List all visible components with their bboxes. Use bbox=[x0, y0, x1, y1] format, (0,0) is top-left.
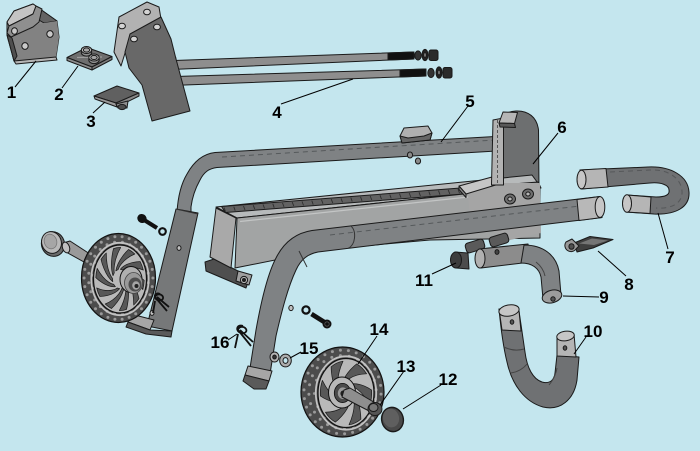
svg-text:10: 10 bbox=[584, 322, 603, 341]
svg-text:1: 1 bbox=[7, 83, 16, 102]
svg-text:14: 14 bbox=[370, 320, 389, 339]
svg-text:3: 3 bbox=[86, 112, 95, 131]
svg-text:2: 2 bbox=[54, 85, 63, 104]
svg-text:5: 5 bbox=[465, 92, 474, 111]
svg-text:7: 7 bbox=[665, 248, 674, 267]
svg-text:12: 12 bbox=[439, 370, 458, 389]
svg-text:4: 4 bbox=[272, 103, 282, 122]
svg-text:9: 9 bbox=[599, 288, 608, 307]
svg-text:11: 11 bbox=[415, 271, 433, 290]
svg-text:8: 8 bbox=[624, 275, 633, 294]
svg-text:6: 6 bbox=[557, 118, 566, 137]
svg-text:13: 13 bbox=[397, 357, 416, 376]
svg-text:16: 16 bbox=[211, 333, 230, 352]
svg-text:15: 15 bbox=[300, 339, 319, 358]
